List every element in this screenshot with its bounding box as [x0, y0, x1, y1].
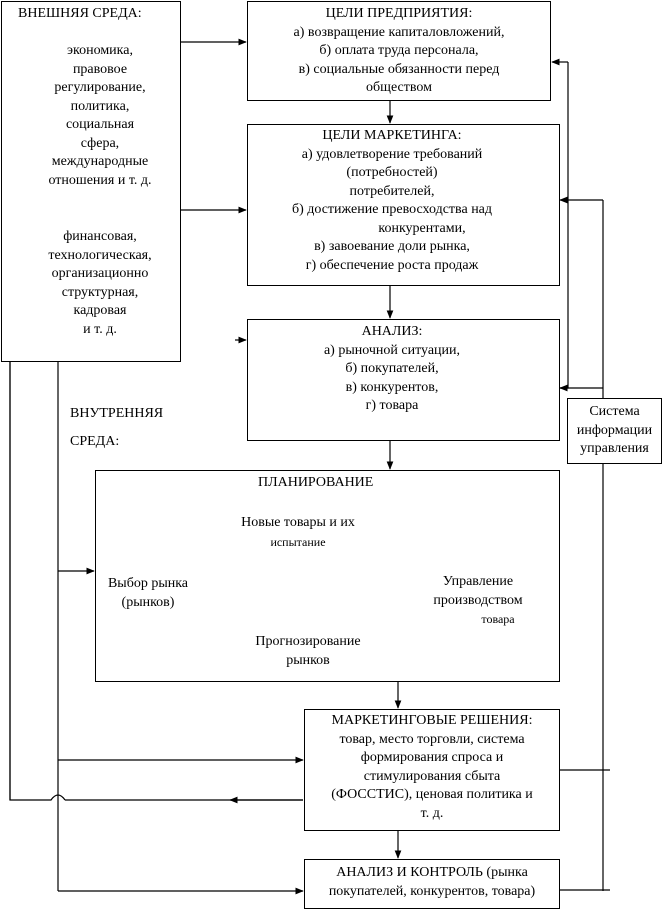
management-information-system-box — [567, 398, 662, 464]
external-factors-list: экономика,правовое регулирование,политик… — [48, 43, 152, 188]
analysis-control-box — [304, 859, 560, 909]
analysis-text: АНАЛИЗ: а) рыночной ситуации,б) покупате… — [247, 323, 537, 416]
planning-title: ПЛАНИРОВАНИЕ — [258, 475, 374, 490]
marketing-goals-title: ЦЕЛИ МАРКЕТИНГА: — [322, 128, 462, 143]
internal-factors-list: финансовая,технологическая, организацион… — [48, 229, 152, 337]
analysis-title: АНАЛИЗ: — [361, 324, 423, 339]
external-environment-box — [1, 1, 181, 362]
enterprise-goals-text: ЦЕЛИ ПРЕДПРИЯТИЯ: а) возвращение капитал… — [247, 5, 551, 98]
enterprise-goals-title: ЦЕЛИ ПРЕДПРИЯТИЯ: — [325, 6, 473, 21]
feedback-bracket — [560, 62, 569, 389]
marketing-decisions-text: МАРКЕТИНГОВЫЕ РЕШЕНИЯ: товар, место торг… — [304, 712, 560, 823]
planning-box — [95, 470, 560, 682]
enterprise-goals-box — [247, 1, 551, 101]
marketing-goals-box — [247, 124, 560, 286]
analysis-box — [247, 319, 560, 441]
marketing-goals-text: ЦЕЛИ МАРКЕТИНГА: а) удовлетворение требо… — [247, 127, 537, 275]
marketing-decisions-box — [304, 709, 560, 831]
external-environment-title: ВНЕШНЯЯ СРЕДА: — [18, 6, 142, 21]
planning-market-choice: Выбор рынка(рынков) — [107, 576, 189, 610]
marketing-decisions-title: МАРКЕТИНГОВЫЕ РЕШЕНИЯ: — [331, 713, 533, 728]
